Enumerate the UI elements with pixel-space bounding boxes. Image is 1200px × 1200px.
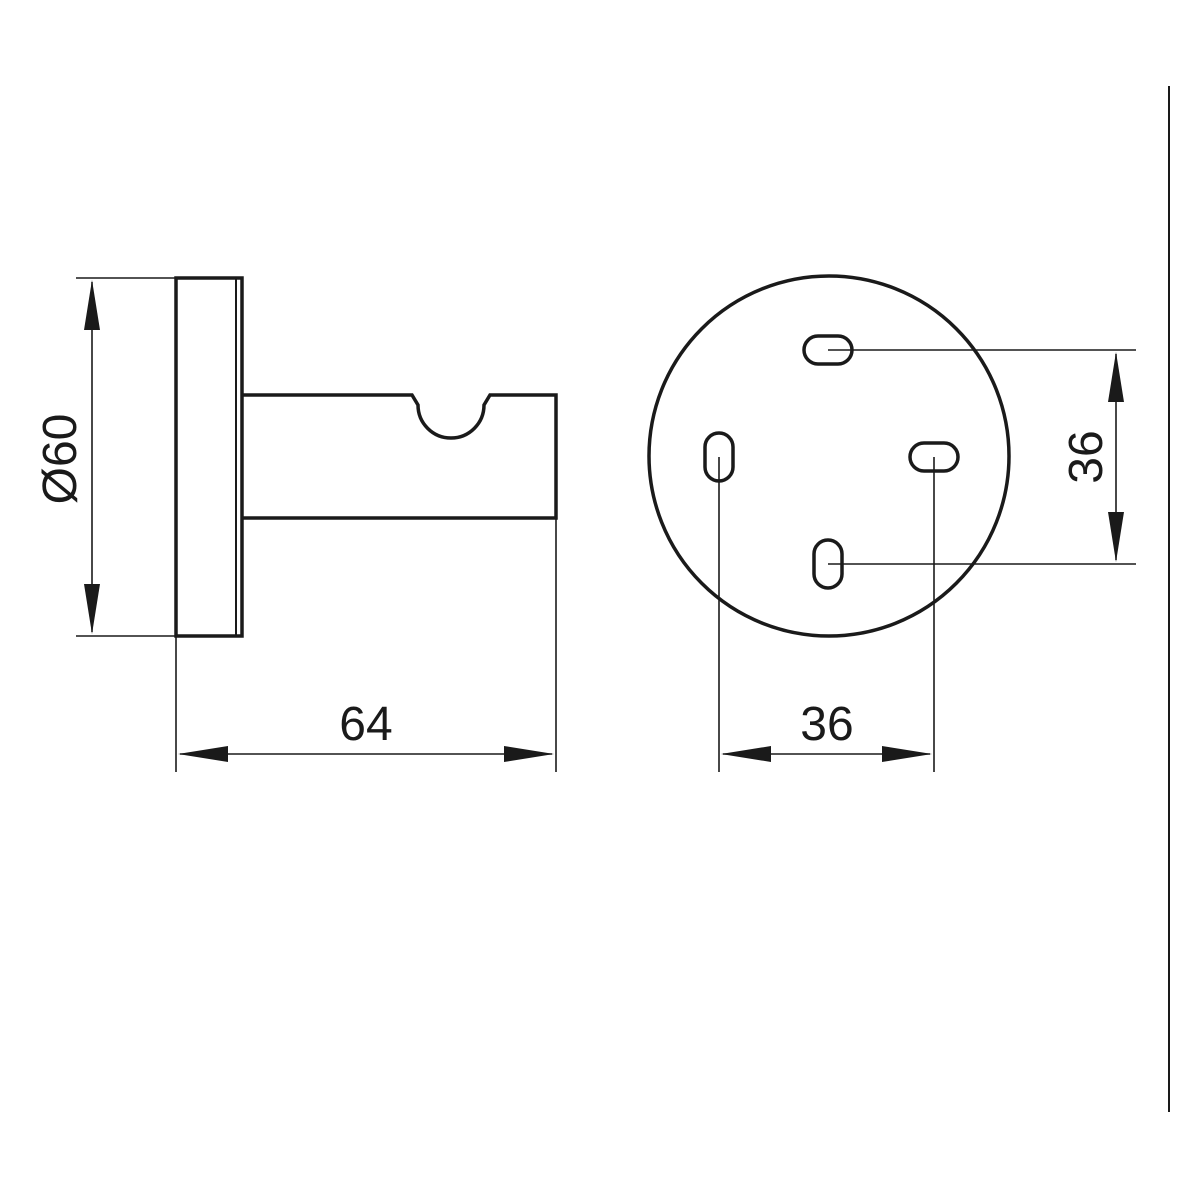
diameter-label: Ø60 xyxy=(34,414,87,505)
side-view xyxy=(174,276,558,638)
arrowhead xyxy=(178,746,228,762)
vertical-spacing-dimension: 36 xyxy=(828,349,1136,565)
base-plate-circle xyxy=(647,274,1011,638)
horizontal-spacing-dimension: 36 xyxy=(718,457,935,772)
hook-arm xyxy=(242,393,558,520)
diameter-dimension: Ø60 xyxy=(34,277,176,637)
front-view xyxy=(647,274,1011,638)
arrowhead xyxy=(1108,352,1124,402)
arrowhead xyxy=(882,746,932,762)
arrowhead xyxy=(84,280,100,330)
depth-label: 64 xyxy=(339,698,392,751)
arrowhead xyxy=(504,746,554,762)
horizontal-spacing-label: 36 xyxy=(800,698,853,751)
arrowhead xyxy=(721,746,771,762)
arrowhead xyxy=(84,584,100,634)
vertical-spacing-label: 36 xyxy=(1060,430,1113,483)
base-plate xyxy=(174,276,244,638)
arrowhead xyxy=(1108,512,1124,562)
depth-dimension: 64 xyxy=(175,518,557,772)
